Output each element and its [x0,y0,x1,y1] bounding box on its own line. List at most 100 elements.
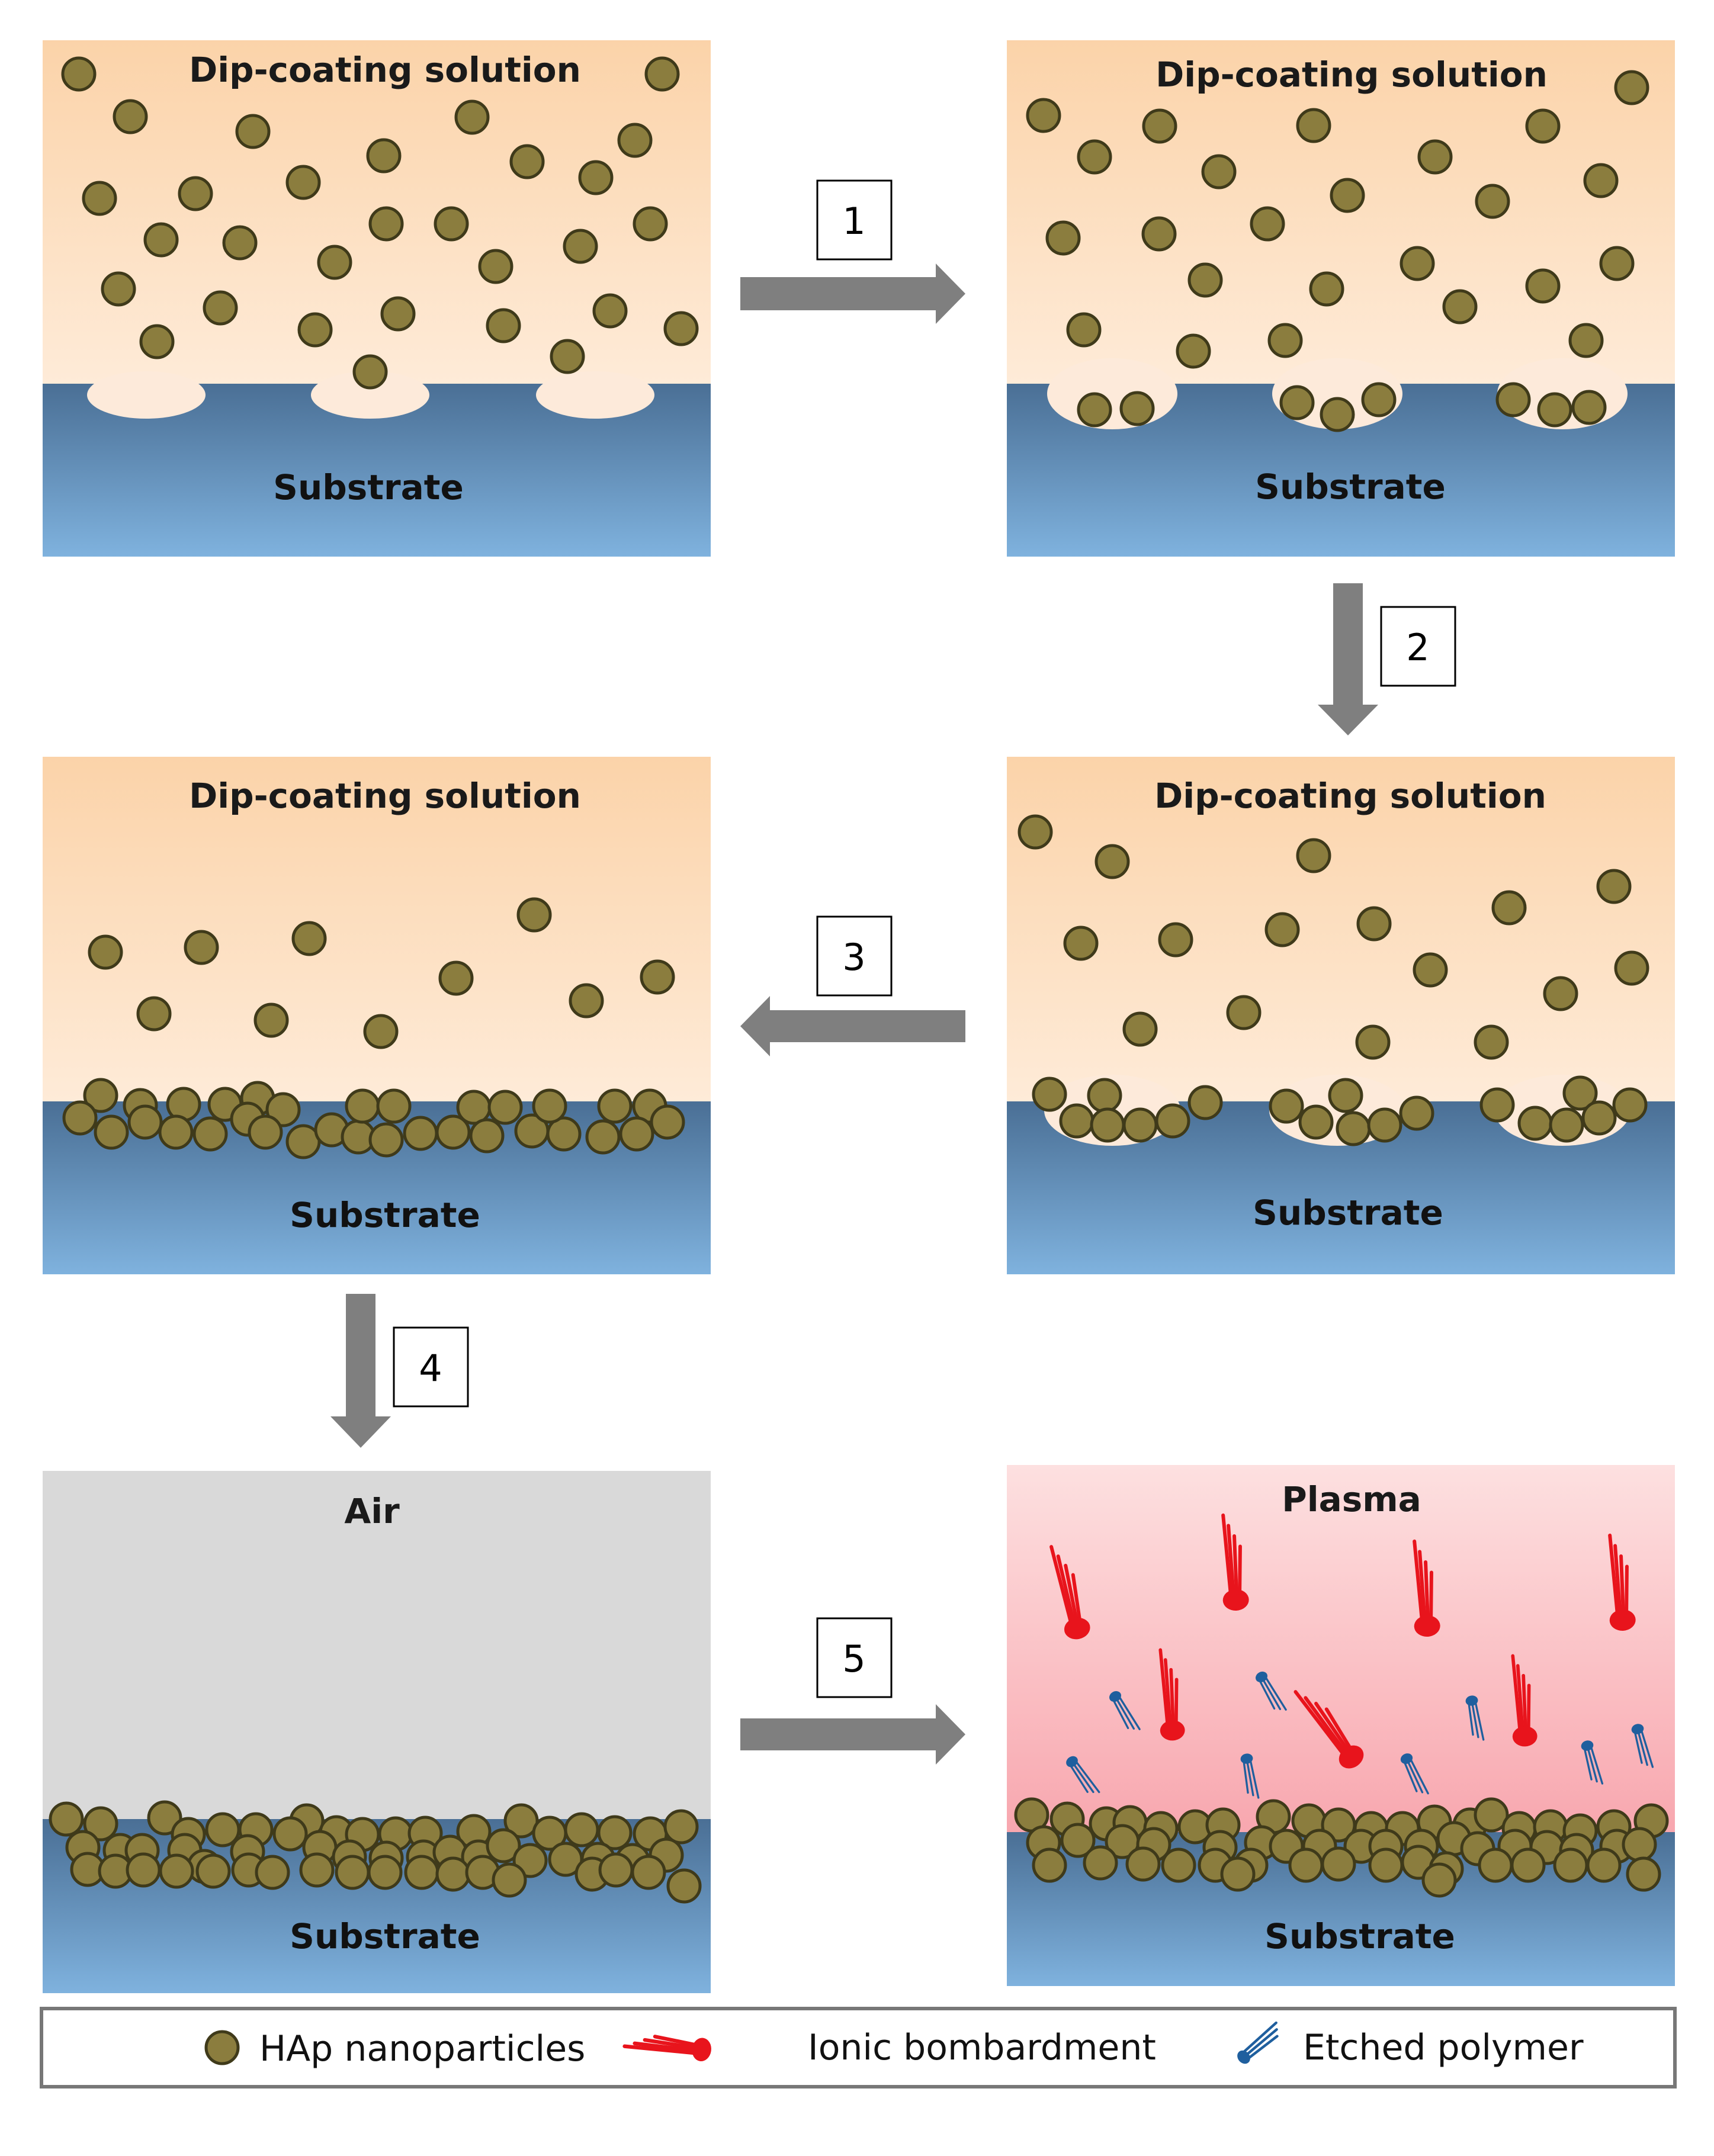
hap-particle [192,1116,228,1152]
solution-layer [1007,40,1675,384]
hap-particle [368,1122,404,1158]
hap-particle [1063,926,1099,961]
ionic-bombardment-icon [622,2035,711,2061]
hap-particle [184,930,219,965]
hap-particle [83,1078,118,1113]
hap-particle [1571,390,1607,425]
hap-particle [1187,1085,1223,1120]
hap-particle [1094,844,1130,879]
hap-particle [1537,392,1572,428]
ion-streak [1511,1654,1538,1747]
hap-particle [1026,98,1061,133]
hap-particle [1399,1095,1434,1131]
hap-particle [1474,1797,1509,1833]
hap-particle [1478,1847,1513,1883]
hap-particle [1250,206,1285,242]
step-number: 1 [842,200,865,243]
hap-particle [578,160,614,195]
arrow-right-icon [740,264,965,324]
hap-particle [1553,1847,1588,1883]
hap-particle [1155,1103,1190,1139]
hap-particle [88,934,123,970]
hap-particle [1599,246,1635,281]
top-label: Dip-coating solution [1154,776,1546,816]
hap-particle [1525,268,1561,304]
hap-particles [62,897,685,1159]
hap-particle [509,144,545,179]
hap-particle [61,56,97,92]
hap-particle [1543,976,1578,1011]
hap-particle [644,56,680,92]
etched-polymer-icon [1237,2021,1279,2064]
hap-particle [1077,392,1112,428]
hap-particle [235,114,271,149]
hap-particle [272,1816,308,1852]
hap-particle [546,1116,582,1152]
hap-particle [83,1806,118,1842]
top-label: Dip-coating solution [1155,54,1548,95]
hap-particle [1296,838,1331,873]
hap-particle [516,897,552,933]
hap-particle [147,1800,182,1836]
hap-particle [222,225,258,261]
hap-particle [248,1114,283,1150]
hap-particle [62,1100,98,1136]
hap-particle [143,222,179,258]
top-label: Plasma [1282,1479,1421,1519]
hap-particle [1264,912,1300,947]
hap-particle [619,1116,654,1152]
substrate-pit [1047,358,1177,429]
bottom-label: Substrate [290,1916,480,1956]
hap-particle [1568,323,1604,358]
hap-particle [1119,391,1155,426]
substrate-pit [536,371,654,419]
polymer-fragment [1465,1695,1485,1741]
hap-particle [291,921,327,956]
ion-streak [1608,1533,1636,1631]
hap-particle [1201,154,1237,189]
step-4: 4 [330,1294,469,1448]
hap-particle [1549,1107,1584,1143]
hap-particle [1161,1847,1196,1883]
hap-particle [1442,289,1478,324]
hap-particle [1336,1111,1371,1146]
hap-particle [335,1855,370,1890]
hap-particles [1014,1797,1669,1898]
hap-particle [1066,312,1102,348]
hap-particle [1296,108,1331,143]
hap-particle [1525,108,1561,144]
ionic-bombardment-group [1049,1513,1636,1769]
hap-particle [597,1815,633,1850]
hap-particle [1187,262,1223,298]
hap-particle [1417,139,1453,175]
hap-particle [136,996,172,1032]
hap-particles [1026,70,1649,432]
hap-particle [159,1853,194,1889]
hap-particle [1328,1078,1363,1113]
step-number: 2 [1406,626,1429,669]
hap-particle [1320,397,1355,432]
hap-particle [376,1088,412,1124]
hap-particle [1475,184,1510,219]
hap-particle [1517,1106,1553,1141]
hap-particle [563,229,598,264]
hap-particle [1158,922,1193,957]
hap-particle [366,138,402,173]
bottom-label: Substrate [273,467,464,507]
hap-particle [640,959,675,995]
air-layer [43,1471,711,1819]
hap-particle [113,99,148,134]
hap-particle [1142,108,1177,144]
bottom-label: Substrate [1255,467,1446,507]
hap-particle [585,1119,621,1155]
plasma-layer [1007,1465,1675,1832]
hap-particle [1361,382,1397,417]
arrow-down-icon [1318,583,1378,735]
hap-particle [1125,1846,1161,1882]
ion-streak [1413,1539,1440,1637]
panel-2: Dip-coating solution Substrate [1007,40,1675,557]
bottom-label: Substrate [1264,1916,1455,1956]
hap-particle [49,1801,84,1837]
hap-particle [663,311,699,346]
top-label: Dip-coating solution [189,50,581,90]
